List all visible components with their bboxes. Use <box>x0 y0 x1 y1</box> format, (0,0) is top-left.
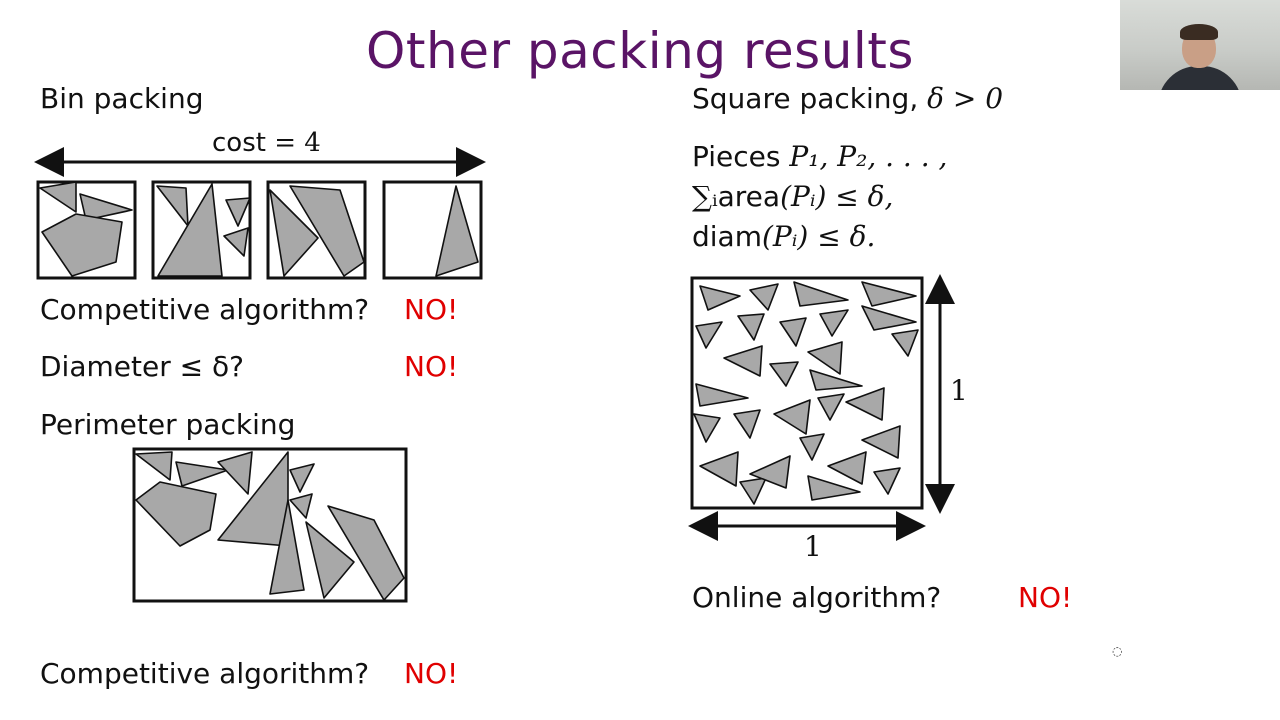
diam-word: diam <box>692 220 762 253</box>
square-heading-text: Square packing, <box>692 82 928 115</box>
bin-3 <box>266 180 367 280</box>
square-packing-heading: Square packing, δ > 0 <box>692 82 1003 116</box>
competitive-question: Competitive algorithm? <box>40 293 370 326</box>
sum-symbol: ∑ᵢ <box>692 180 718 213</box>
perimeter-question: Competitive algorithm? <box>40 657 370 690</box>
perimeter-packing-figure <box>132 447 408 603</box>
pieces-line: Pieces P₁, P₂, . . . , <box>692 140 947 174</box>
perimeter-heading: Perimeter packing <box>40 408 296 441</box>
bin-4 <box>382 180 483 280</box>
online-answer: NO! <box>1018 581 1073 614</box>
webcam-overlay <box>1120 0 1280 90</box>
diam-condition: diam(Pᵢ) ≤ δ. <box>692 220 875 254</box>
bin-1 <box>36 180 137 280</box>
area-word: area <box>717 180 781 213</box>
area-math: (Pᵢ) ≤ δ, <box>780 180 894 213</box>
square-packing-figure <box>690 276 924 510</box>
diameter-answer: NO! <box>404 350 459 383</box>
slide-title: Other packing results <box>366 22 914 80</box>
presenter-shoulders <box>1158 66 1242 90</box>
competitive-answer: NO! <box>404 293 459 326</box>
diam-math: (Pᵢ) ≤ δ. <box>762 220 876 253</box>
perimeter-answer: NO! <box>404 657 459 690</box>
diameter-question: Diameter ≤ δ? <box>40 350 244 383</box>
pieces-math: P₁, P₂, . . . , <box>789 140 948 173</box>
online-question: Online algorithm? <box>692 581 942 614</box>
square-heading-math: δ > 0 <box>927 82 1004 115</box>
pointer-cursor-icon: ◌ <box>1112 644 1123 658</box>
pieces-label: Pieces <box>692 140 790 173</box>
presenter-hair <box>1180 24 1218 40</box>
area-condition: ∑ᵢarea(Pᵢ) ≤ δ, <box>692 180 893 214</box>
bin-packing-heading: Bin packing <box>40 82 204 115</box>
bin-2 <box>151 180 252 280</box>
